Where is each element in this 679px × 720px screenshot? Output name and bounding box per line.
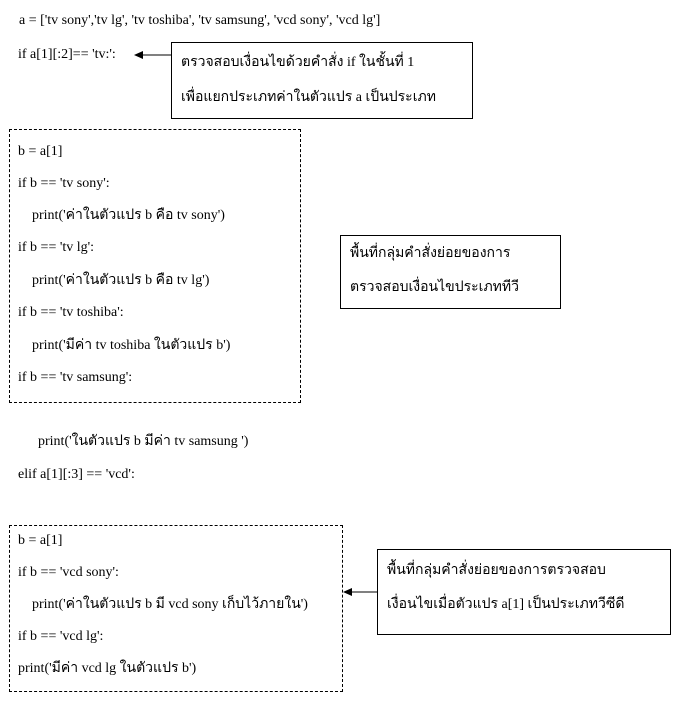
tv-line-1: b = a[1] <box>18 144 63 159</box>
tv-line-8: if b == 'tv samsung': <box>18 370 133 385</box>
tv-line-7: print('มีค่า tv toshiba ในตัวแปร b') <box>18 338 231 353</box>
tv-note-line-1: พื้นที่กลุ่มคำสั่งย่อยของการ <box>350 246 511 261</box>
vcd-line-1: b = a[1] <box>18 533 63 548</box>
tv-line-5: print('ค่าในตัวแปร b คือ tv lg') <box>18 273 210 288</box>
vcd-line-4: if b == 'vcd lg': <box>18 629 104 644</box>
code-elif-vcd-condition: elif a[1][:3] == 'vcd': <box>18 467 135 482</box>
tv-code-group <box>9 129 301 403</box>
if-note-arrow <box>134 51 171 59</box>
vcd-group-note: พื้นที่กลุ่มคำสั่งย่อยของการตรวจสอบ เงื่… <box>377 549 671 635</box>
if-condition-note: ตรวจสอบเงื่อนไขด้วยคำสั่ง if ในชั้นที่ 1… <box>171 42 473 119</box>
if-note-line-1: ตรวจสอบเงื่อนไขด้วยคำสั่ง if ในชั้นที่ 1 <box>181 55 415 70</box>
code-samsung-print: print('ในตัวแปร b มีค่า tv samsung ') <box>38 434 249 449</box>
vcd-code-group <box>9 525 343 692</box>
tv-line-6: if b == 'tv toshiba': <box>18 305 124 320</box>
vcd-line-5: print('มีค่า vcd lg ในตัวแปร b') <box>18 661 197 676</box>
vcd-note-arrow <box>343 588 377 596</box>
tv-line-3: print('ค่าในตัวแปร b คือ tv sony') <box>18 208 225 223</box>
tv-note-line-2: ตรวจสอบเงื่อนไขประเภททีวี <box>350 280 519 295</box>
vcd-note-line-1: พื้นที่กลุ่มคำสั่งย่อยของการตรวจสอบ <box>387 563 606 578</box>
vcd-line-3: print('ค่าในตัวแปร b มี vcd sony เก็บไว้… <box>18 597 308 612</box>
code-list-assignment: a = ['tv sony','tv lg', 'tv toshiba', 't… <box>19 13 381 28</box>
if-note-line-2: เพื่อแยกประเภทค่าในตัวแปร a เป็นประเภท <box>181 90 436 105</box>
tv-group-note: พื้นที่กลุ่มคำสั่งย่อยของการ ตรวจสอบเงื่… <box>340 235 561 309</box>
vcd-note-line-2: เงื่อนไขเมื่อตัวแปร a[1] เป็นประเภทวีซีด… <box>387 597 625 612</box>
vcd-line-2: if b == 'vcd sony': <box>18 565 119 580</box>
tv-line-2: if b == 'tv sony': <box>18 176 110 191</box>
code-if-tv-condition: if a[1][:2]== 'tv:': <box>18 47 116 62</box>
tv-line-4: if b == 'tv lg': <box>18 240 95 255</box>
